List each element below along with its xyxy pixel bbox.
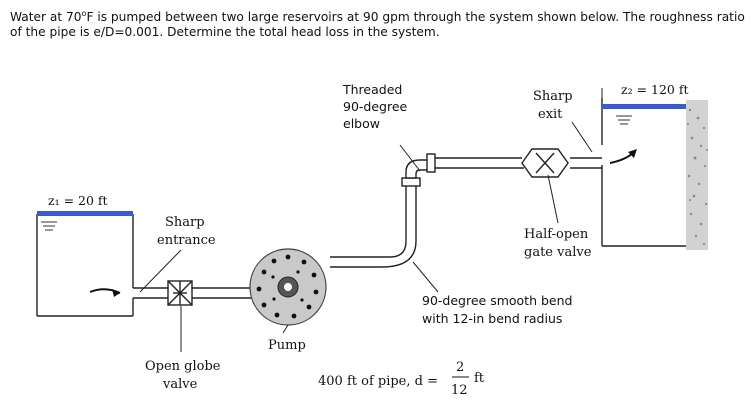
- open-globe-valve: [167, 280, 193, 306]
- sharp-entrance-label: Sharp entrance: [157, 215, 216, 248]
- svg-text:Sharp: Sharp: [533, 89, 573, 104]
- pipe-length-label: 400 ft of pipe, d = 2 12 ft: [318, 360, 485, 398]
- svg-text:Open globe: Open globe: [145, 359, 221, 374]
- pipe-network: [133, 157, 602, 299]
- half-open-gate-valve: [521, 148, 569, 178]
- svg-text:90-degree: 90-degree: [343, 99, 408, 114]
- lower-reservoir: [36, 211, 134, 317]
- leader-lines: [139, 88, 603, 352]
- upper-reservoir: [601, 98, 708, 250]
- svg-text:with 12-in bend radius: with 12-in bend radius: [422, 311, 562, 326]
- svg-text:2: 2: [456, 360, 464, 375]
- smooth-bend-label: 90-degree smooth bend with 12-in bend ra…: [422, 293, 572, 326]
- svg-text:z₂ = 120 ft: z₂ = 120 ft: [621, 82, 689, 97]
- sharp-exit-label: Sharp exit: [533, 89, 573, 122]
- problem-text-end: F is pumped between two large reservoirs…: [10, 10, 745, 40]
- degree-superscript: o: [81, 9, 87, 18]
- problem-statement: Water at 70oF is pumped between two larg…: [10, 6, 745, 40]
- pump: [249, 248, 327, 326]
- pump-label: Pump: [268, 338, 306, 353]
- svg-text:Threaded: Threaded: [342, 82, 402, 97]
- svg-text:elbow: elbow: [343, 116, 380, 131]
- svg-text:Sharp: Sharp: [165, 215, 205, 230]
- svg-text:valve: valve: [162, 377, 198, 392]
- svg-text:400 ft of pipe, d =: 400 ft of pipe, d =: [318, 374, 438, 389]
- svg-text:Half-open: Half-open: [524, 227, 589, 242]
- svg-text:ft: ft: [474, 371, 485, 386]
- svg-text:gate valve: gate valve: [524, 245, 592, 260]
- svg-text:z₁ = 20 ft: z₁ = 20 ft: [48, 193, 108, 208]
- svg-text:Pump: Pump: [268, 338, 306, 353]
- lower-water-surface: [37, 211, 133, 216]
- problem-text-start: Water at 70: [10, 10, 82, 25]
- svg-text:90-degree smooth bend: 90-degree smooth bend: [422, 293, 572, 308]
- z2-label: z₂ = 120 ft: [621, 82, 689, 97]
- upper-water-surface: [602, 104, 688, 109]
- svg-text:exit: exit: [538, 107, 563, 122]
- threaded-elbow-label: Threaded 90-degree elbow: [342, 82, 408, 131]
- svg-text:12: 12: [451, 383, 468, 398]
- z1-label: z₁ = 20 ft: [48, 193, 108, 208]
- globe-valve-label: Open globe valve: [145, 359, 221, 392]
- gate-valve-label: Half-open gate valve: [524, 227, 592, 260]
- svg-text:entrance: entrance: [157, 233, 216, 248]
- threaded-elbow: [401, 153, 436, 187]
